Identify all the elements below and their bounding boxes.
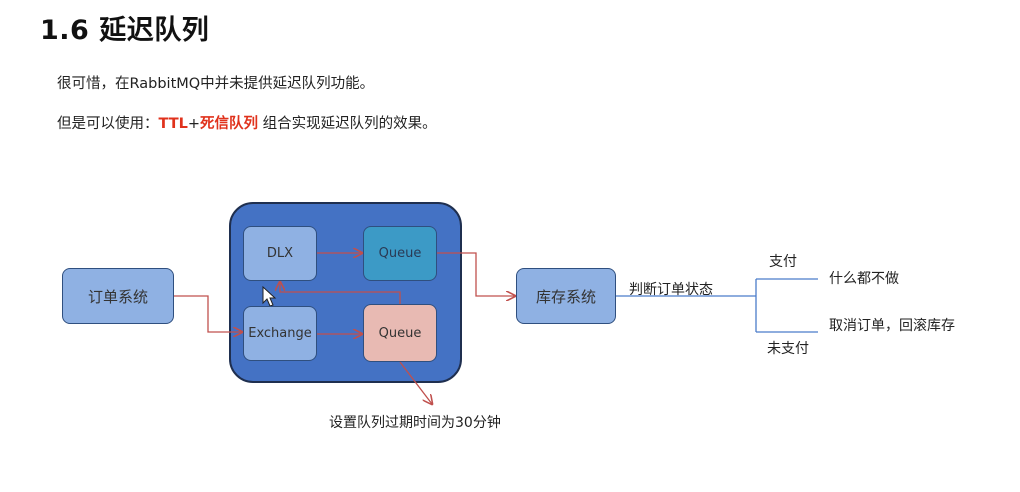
dead-letter-queue-node: Queue bbox=[363, 226, 437, 281]
ttl-highlight: TTL bbox=[158, 116, 188, 132]
order-system-node: 订单系统 bbox=[62, 268, 174, 324]
unpaid-action-label: 取消订单，回滚库存 bbox=[829, 318, 955, 334]
paid-action-label: 什么都不做 bbox=[829, 271, 899, 287]
dlx-node: DLX bbox=[243, 226, 317, 281]
arrow-queue-note bbox=[399, 361, 432, 404]
ttl-queue-node: Queue bbox=[363, 304, 437, 362]
intro-paragraph: 很可惜，在RabbitMQ中并未提供延迟队列功能。 bbox=[57, 76, 375, 92]
dead-letter-highlight: 死信队列 bbox=[200, 116, 259, 132]
queue-expiry-note: 设置队列过期时间为30分钟 bbox=[329, 415, 501, 431]
check-status-label: 判断订单状态 bbox=[629, 282, 713, 298]
unpaid-label: 未支付 bbox=[767, 341, 809, 357]
paid-label: 支付 bbox=[769, 254, 797, 270]
page-title: 1.6 延迟队列 bbox=[40, 15, 210, 46]
exchange-node: Exchange bbox=[243, 306, 317, 361]
stock-system-node: 库存系统 bbox=[516, 268, 616, 324]
arrow-queue-to-stock bbox=[437, 252, 515, 296]
arrow-order-to-exchange bbox=[174, 295, 242, 332]
solution-suffix: 组合实现延迟队列的效果。 bbox=[258, 116, 437, 132]
solution-paragraph: 但是可以使用：TTL+死信队列 组合实现延迟队列的效果。 bbox=[57, 112, 437, 133]
solution-prefix: 但是可以使用： bbox=[57, 116, 159, 132]
mouse-cursor-icon bbox=[262, 285, 277, 307]
arrow-queue-to-dlx bbox=[280, 282, 401, 304]
plus-sign: + bbox=[187, 116, 201, 132]
